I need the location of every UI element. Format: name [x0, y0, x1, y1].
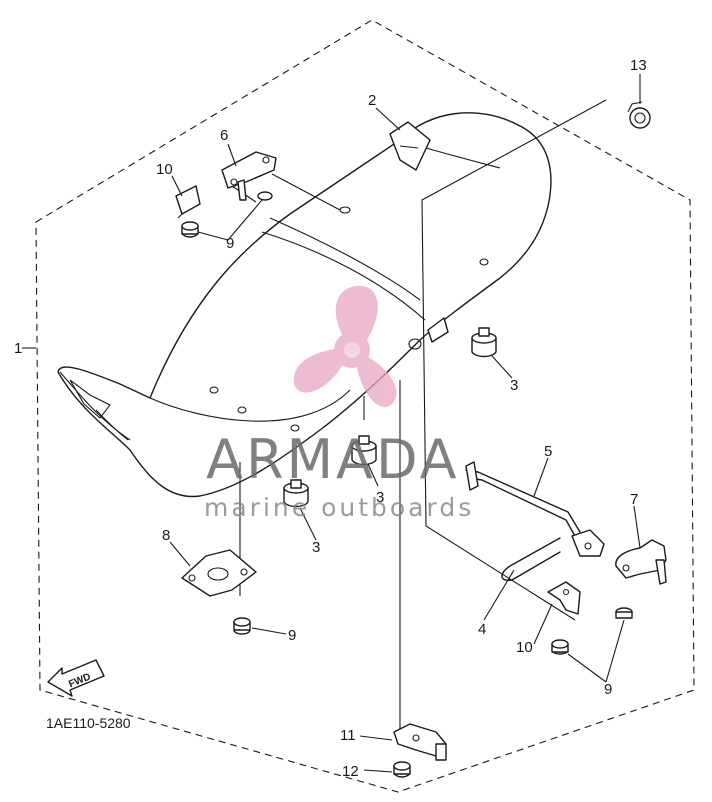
damper-3-center: [351, 435, 377, 466]
callout-6: 6: [220, 127, 228, 144]
damper-3-left: [283, 479, 309, 508]
watermark: ARMADA marine outboards: [204, 285, 474, 522]
grommet-9-left: [233, 617, 251, 635]
callout-leaders: [169, 74, 641, 773]
grommet-9-right: [551, 607, 633, 655]
seat-assembly: [57, 112, 552, 498]
callout-4: 4: [478, 621, 486, 638]
callout-3-left: 3: [312, 539, 320, 556]
callout-12: 12: [342, 763, 359, 780]
plate-8: [181, 549, 257, 597]
callout-1: 1: [14, 340, 22, 357]
callout-11: 11: [340, 727, 356, 744]
callout-9-right: 9: [604, 681, 612, 698]
bracket-6: [221, 151, 277, 201]
propeller-logo-icon: [293, 285, 397, 408]
bracket-7: [615, 539, 667, 585]
clip-4: [501, 537, 561, 581]
bracket-10-lower: [547, 581, 581, 615]
nut-12: [393, 761, 411, 778]
callout-10-lower: 10: [516, 639, 533, 656]
callout-3-right: 3: [510, 377, 518, 394]
lock-11: [393, 723, 447, 761]
callout-8: 8: [162, 527, 170, 544]
callout-10-upper: 10: [156, 161, 173, 178]
grommet-9-upper: [181, 191, 273, 238]
damper-3-right: [471, 327, 497, 358]
bracket-10-upper: [175, 185, 201, 219]
assembly-boundary: [35, 19, 695, 793]
fwd-arrow-icon: FWD: [47, 659, 105, 697]
nut-13: [627, 101, 651, 129]
callout-13: 13: [630, 57, 647, 74]
watermark-title: ARMADA: [206, 428, 460, 491]
callout-9-left: 9: [288, 627, 296, 644]
callout-9-upper: 9: [226, 235, 234, 252]
watermark-subtitle: marine outboards: [204, 493, 474, 522]
drawing-code: 1AE110-5280: [46, 715, 131, 731]
callout-2: 2: [368, 92, 376, 109]
callout-7: 7: [630, 491, 638, 508]
callout-numbers: 1 2 3 3 3 4 5 6 7 8 9 9 9 10 10 11 12 13: [14, 57, 647, 780]
rod-5: [465, 461, 605, 557]
callout-5: 5: [544, 443, 552, 460]
callout-3-center: 3: [376, 489, 384, 506]
